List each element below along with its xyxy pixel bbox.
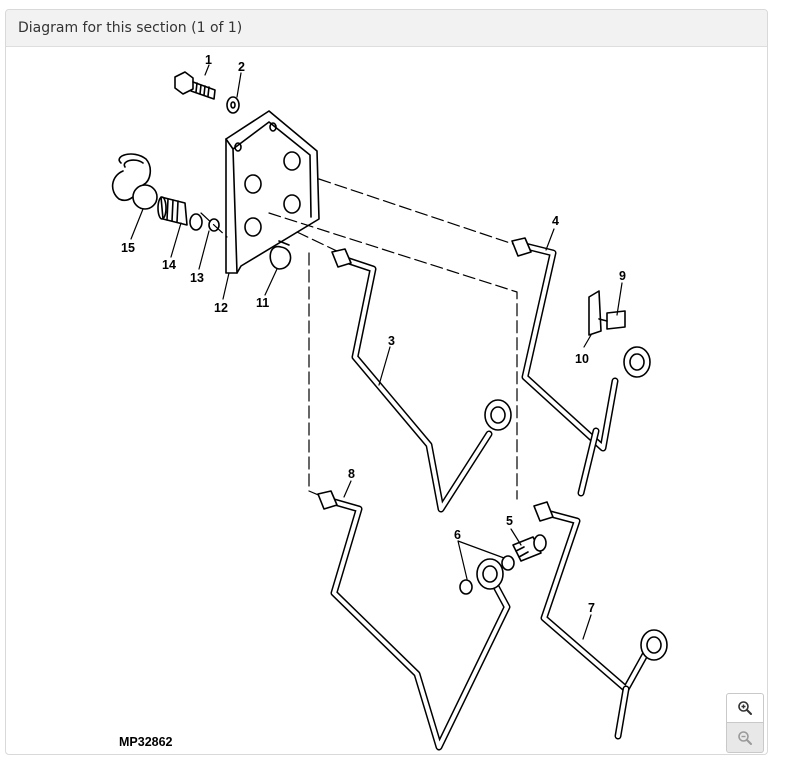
callout-label-5: 5 <box>506 514 513 528</box>
seal-ring-b <box>459 579 473 595</box>
callout-label-8: 8 <box>348 467 355 481</box>
zoom-in-icon <box>738 701 752 715</box>
washer <box>226 96 240 114</box>
bracket-plate <box>225 110 320 274</box>
callout-label-12: 12 <box>214 301 228 315</box>
callout-label-10: 10 <box>575 352 589 366</box>
hydraulic-line-8 <box>317 490 511 751</box>
callout-label-4: 4 <box>552 214 559 228</box>
seal-ring-a <box>501 555 515 571</box>
diagram-panel: Diagram for this section (1 of 1) <box>5 9 768 755</box>
callout-label-3: 3 <box>388 334 395 348</box>
retaining-clip <box>269 240 292 270</box>
callout-label-13: 13 <box>190 271 204 285</box>
callout-label-14: 14 <box>162 258 176 272</box>
parts-diagram: 1 2 3 4 5 6 7 8 9 10 11 12 13 14 15 MP32… <box>111 53 668 751</box>
zoom-in-button[interactable] <box>726 693 764 723</box>
panel-header: Diagram for this section (1 of 1) <box>6 10 767 47</box>
callout-label-15: 15 <box>121 241 135 255</box>
callout-label-9: 9 <box>619 269 626 283</box>
zoom-out-icon <box>738 730 752 745</box>
callout-label-6: 6 <box>454 528 461 542</box>
panel-title: Diagram for this section (1 of 1) <box>18 20 243 36</box>
o-ring <box>208 218 220 232</box>
bolt <box>174 71 216 100</box>
callout-label-1: 1 <box>205 53 212 67</box>
callout-label-11: 11 <box>256 296 269 310</box>
elbow-fitting <box>512 534 547 562</box>
quick-coupler <box>157 196 203 231</box>
leader-lines <box>200 178 518 500</box>
callout-label-2: 2 <box>238 60 245 74</box>
hydraulic-line-7 <box>533 501 668 740</box>
figure-code: MP32862 <box>119 735 173 749</box>
zoom-out-button[interactable] <box>726 723 764 753</box>
zoom-controls <box>726 693 766 754</box>
hydraulic-line-3 <box>331 248 512 513</box>
sensor-harness <box>588 290 626 336</box>
callout-leaders <box>130 64 623 640</box>
dust-cap <box>111 153 158 210</box>
callout-label-7: 7 <box>588 601 595 615</box>
hydraulic-line-4 <box>511 237 651 497</box>
